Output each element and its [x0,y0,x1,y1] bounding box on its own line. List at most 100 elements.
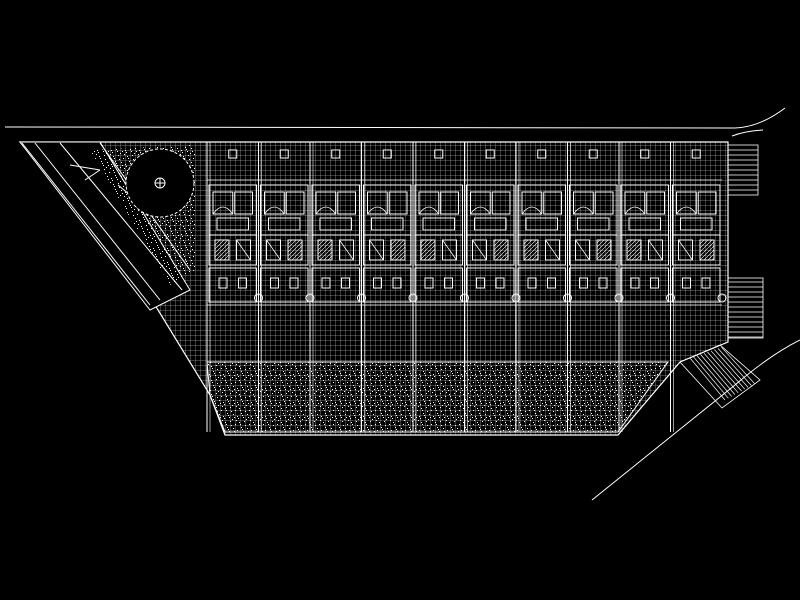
tree-symbol [125,148,195,218]
door-swing [470,206,491,215]
bath-fixture [266,239,281,261]
unit-room [388,191,408,215]
bath-room [442,239,457,261]
window-box [630,277,640,289]
stair-core [390,239,406,261]
door-swing [676,206,697,215]
unit-room [285,191,305,215]
landscaped-slope [18,141,191,311]
stair-core [420,239,436,261]
unit-middle-block [672,234,721,266]
window-box [701,277,711,289]
unit-lower-block [311,267,360,303]
column-marker [717,293,727,303]
window-box [289,277,299,289]
stair-tread [717,348,752,386]
unit-counter [525,217,558,231]
bath-fixture [369,239,384,261]
stair-tread [693,356,729,399]
bath-room [648,239,663,261]
unit-lower-block [260,267,309,303]
stair-core [596,239,612,261]
courtyard-post [434,149,444,159]
courtyard-post [640,149,650,159]
stair-tread [710,350,746,390]
unit-room [212,191,234,215]
stair-core [317,239,333,261]
bath-fixture [648,239,663,261]
stair-tread [703,352,739,394]
bath-room [678,239,693,261]
unit-room [491,191,511,215]
unit-room [470,191,491,215]
door-swing [367,206,388,215]
unit-counter [680,217,713,231]
window-box [444,277,453,289]
unit-middle-block [311,234,360,266]
terraced-housing-units [206,142,727,432]
unit-middle-block [620,234,669,266]
unit-lower-block [363,267,412,303]
unit-room [234,191,253,215]
unit-lower-block [208,267,257,303]
unit-room [337,191,356,215]
courtyard-post [691,149,701,159]
unit-middle-block [363,234,412,266]
window-box [547,277,556,289]
unit-counter [474,217,507,231]
stair-tread [689,357,726,401]
door-swing [573,206,594,215]
door-swing [315,206,337,215]
bath-fixture [545,239,560,261]
stair-tread [721,346,755,385]
bath-room [339,239,354,261]
road-edge-lines [4,107,800,501]
stair-tread [707,351,742,392]
unit-lower-block [620,267,669,303]
unit-middle-block [260,234,309,266]
window-box [650,277,659,289]
unit-lower-block [414,267,463,303]
unit-middle-block [517,234,566,266]
unit-room [543,191,562,215]
unit-middle-block [569,234,618,266]
unit-room [521,191,543,215]
bath-fixture [575,239,590,261]
window-box [341,277,350,289]
window-box [238,277,247,289]
unit-room [418,191,440,215]
unit-room [646,191,665,215]
unit-room [264,191,285,215]
window-box [424,277,434,289]
courtyard-post [228,149,238,159]
stair-core [493,239,509,261]
bath-fixture [678,239,693,261]
bath-room [236,239,251,261]
stair-tread [714,349,749,388]
unit-room [594,191,614,215]
courtyard-post [485,149,495,159]
unit-room [624,191,646,215]
unit-room [697,191,717,215]
window-box [373,277,382,289]
stair-core [699,239,715,261]
window-box [527,277,537,289]
unit-room [315,191,337,215]
unit-middle-block [414,234,463,266]
window-box [476,277,485,289]
bath-fixture [339,239,354,261]
unit-lower-block [672,267,721,303]
unit-room [676,191,697,215]
courtyard-post [382,149,392,159]
courtyard-post [279,149,289,159]
stair-tread [700,354,736,395]
window-box [218,277,228,289]
bath-fixture [472,239,487,261]
door-swing [624,206,646,215]
courtyard-post [588,149,598,159]
window-box [579,277,588,289]
unit-room [367,191,388,215]
unit-counter [422,217,455,231]
